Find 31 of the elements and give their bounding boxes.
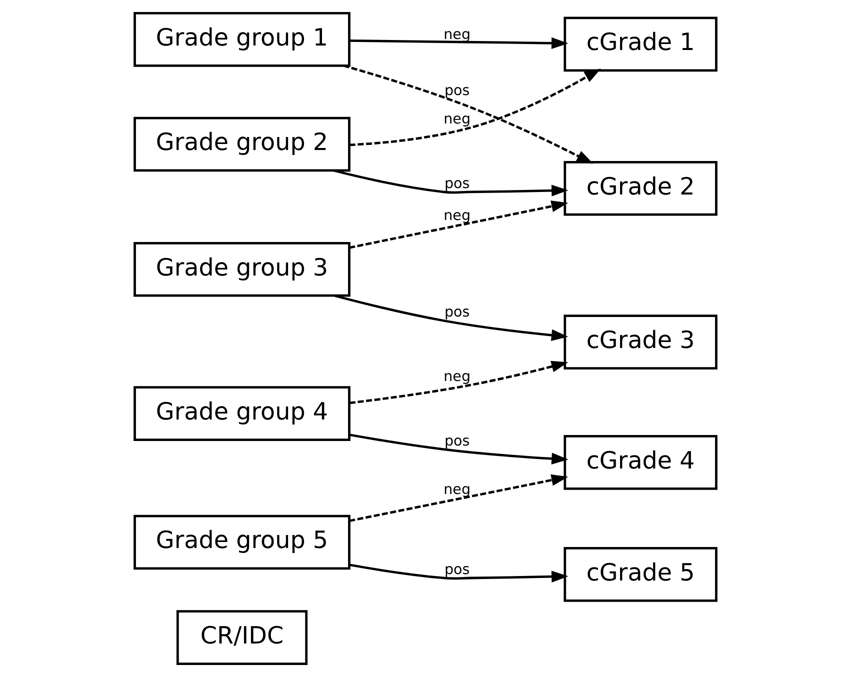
node-box: cGrade 5 xyxy=(564,547,718,602)
node-box: cGrade 4 xyxy=(564,435,718,490)
edge-label: neg xyxy=(444,368,471,385)
arrow xyxy=(343,64,594,164)
edge-label: neg xyxy=(444,208,471,224)
arrow xyxy=(333,169,568,196)
node-box: CR/IDC xyxy=(176,610,308,665)
edge-label: pos xyxy=(444,82,470,99)
arrow xyxy=(349,37,568,49)
node-box: cGrade 3 xyxy=(564,314,718,370)
arrow xyxy=(349,360,568,404)
node-box: Grade group 1 xyxy=(134,12,350,67)
arrow xyxy=(349,68,601,146)
arrow xyxy=(349,434,568,464)
edge-label: neg xyxy=(444,26,471,43)
arrow xyxy=(334,294,568,341)
node-box: Grade group 3 xyxy=(134,242,350,297)
edge-label: pos xyxy=(444,562,470,578)
node-box: Grade group 4 xyxy=(134,386,350,441)
edge-label: pos xyxy=(444,433,470,450)
node-box: cGrade 2 xyxy=(564,160,718,216)
arrow xyxy=(349,200,568,249)
node-box: Grade group 2 xyxy=(134,116,350,172)
edge-label: neg xyxy=(444,112,471,128)
node-box: Grade group 5 xyxy=(134,514,350,570)
arrow xyxy=(350,564,568,582)
edge-label: pos xyxy=(444,176,470,192)
edge-label: neg xyxy=(444,482,471,498)
edge-label: pos xyxy=(444,304,470,321)
node-box: cGrade 1 xyxy=(564,16,718,72)
arrow xyxy=(349,474,568,522)
